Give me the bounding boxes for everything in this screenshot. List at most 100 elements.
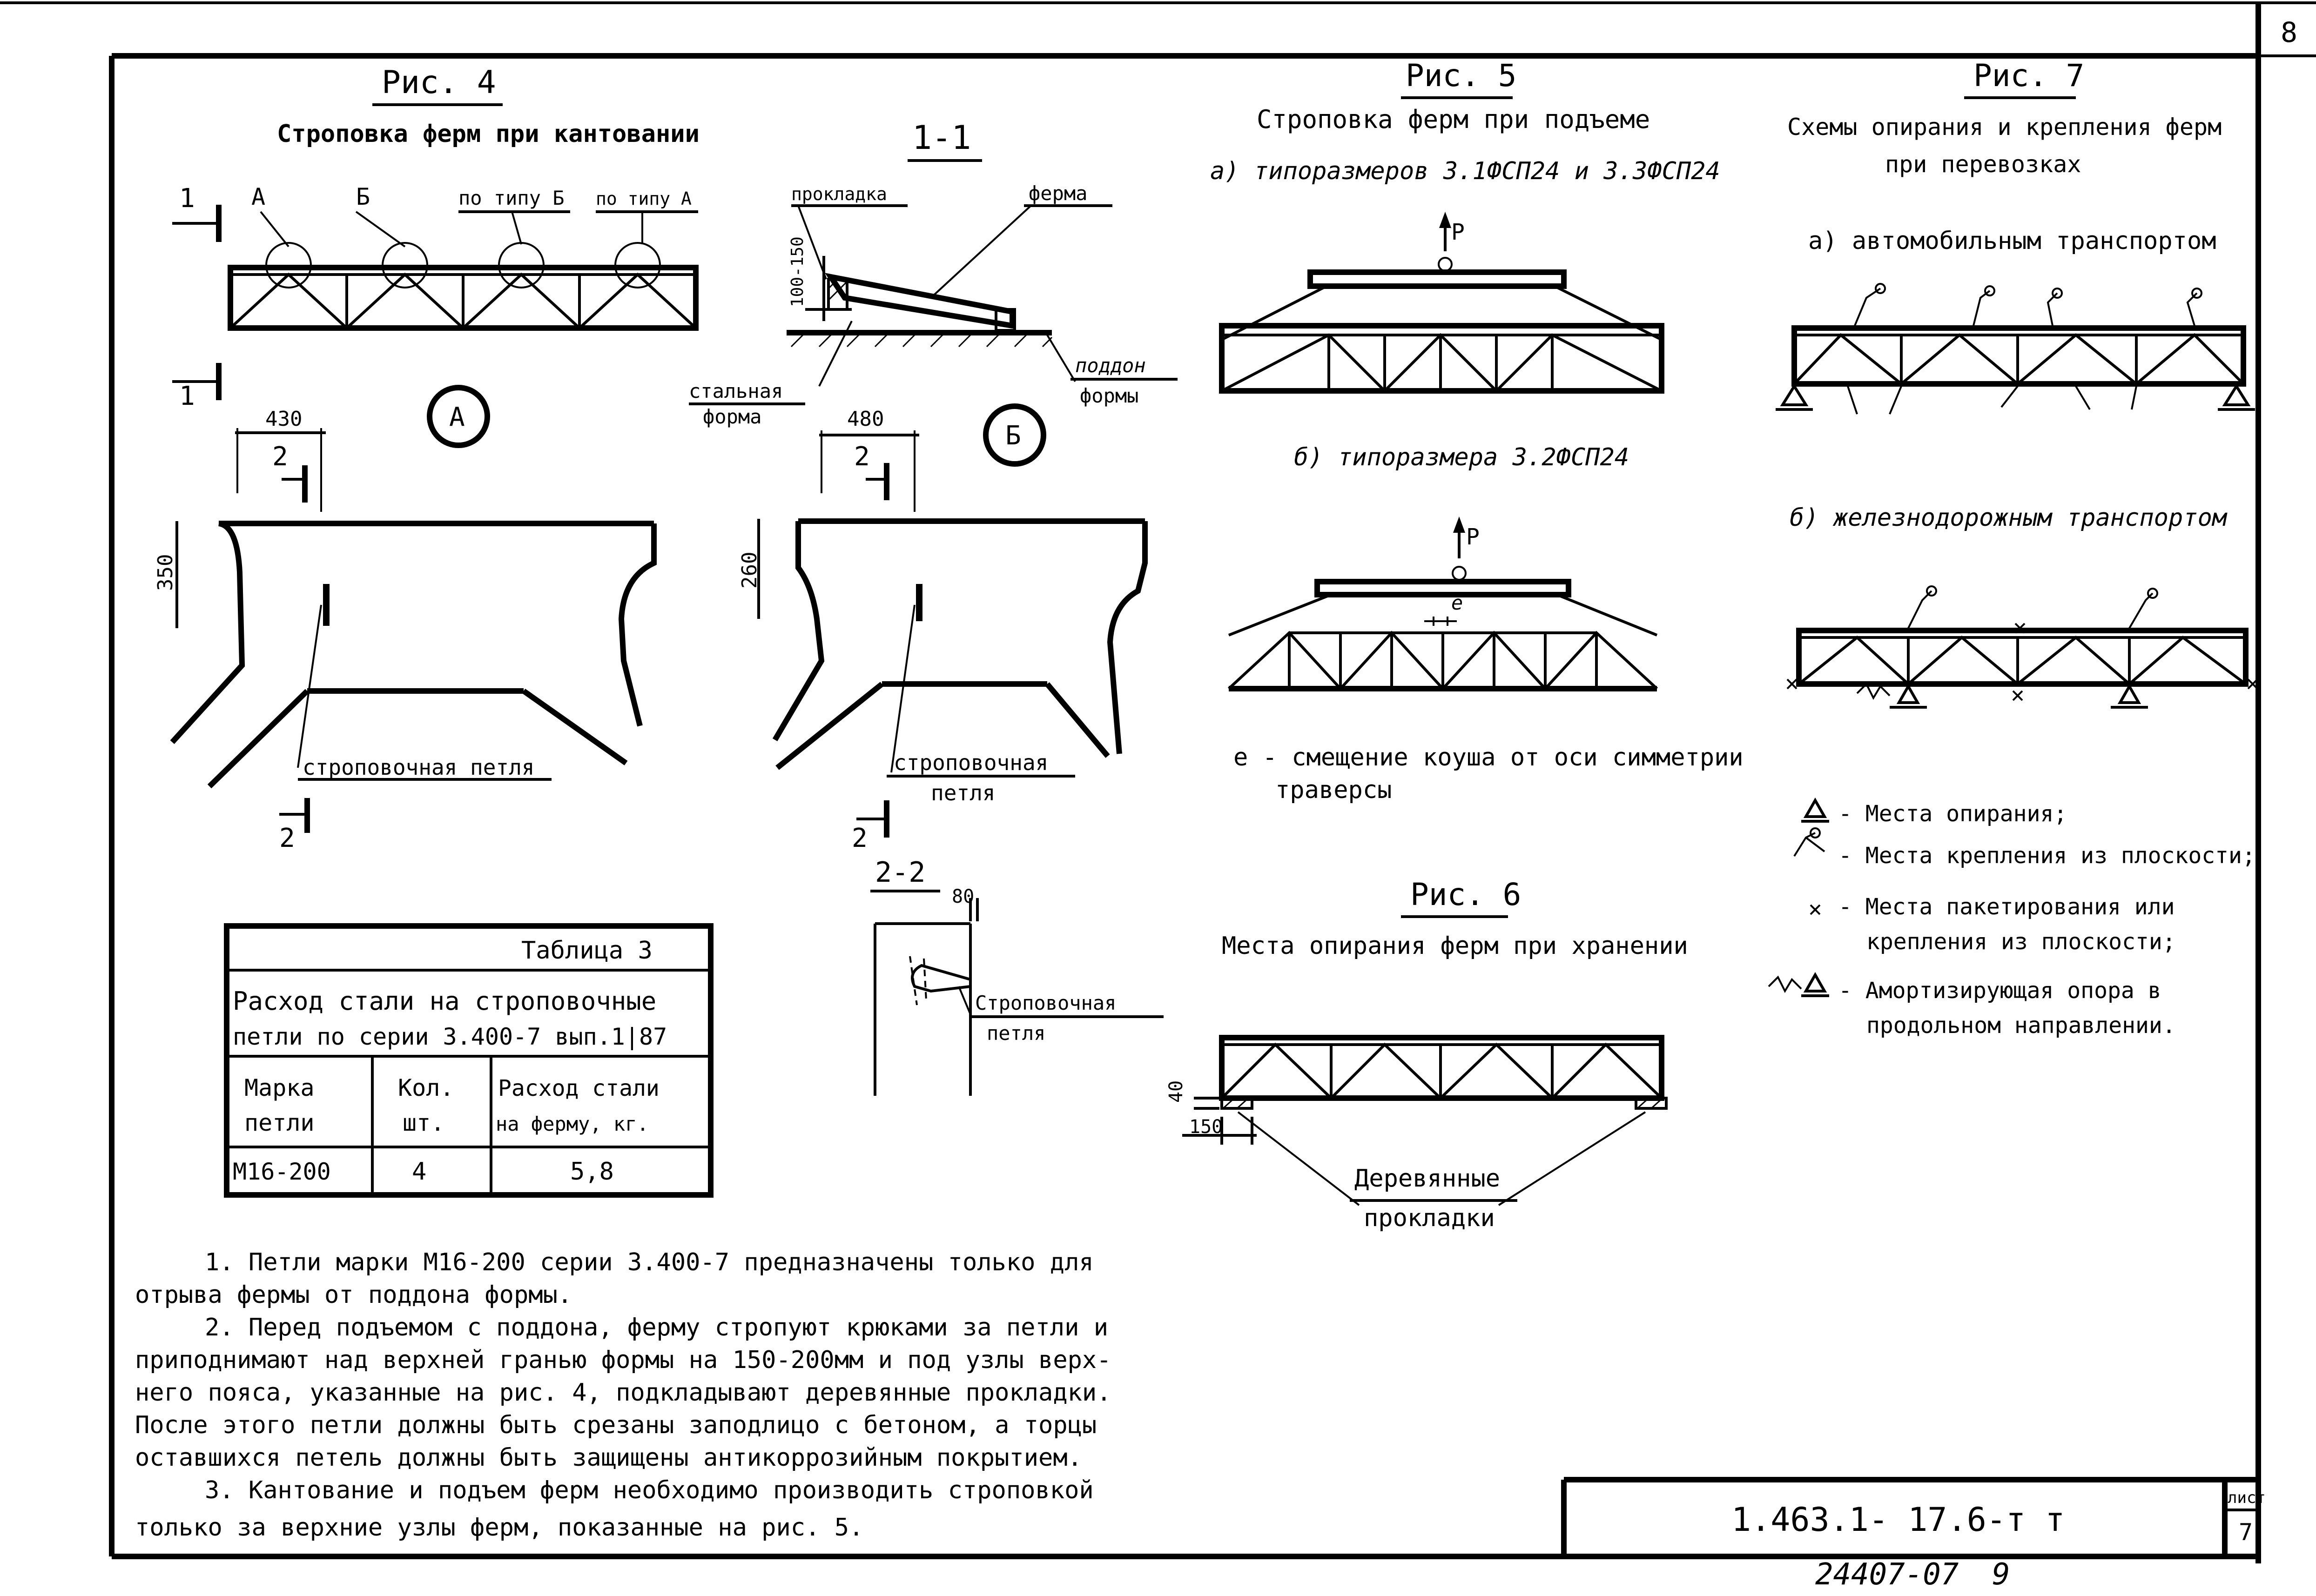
table3-header-mark-1: Марка <box>244 1074 315 1101</box>
note-line-1: 1. Петли марки М16-200 серии 3.400-7 пре… <box>205 1248 1094 1276</box>
fig5-a: а) типоразмеров 3.1ФСП24 и 3.3ФСП24 <box>1210 157 1720 185</box>
fig6-pads1: Деревянные <box>1354 1165 1500 1193</box>
fig5-b: б) типоразмера 3.2ФСП24 <box>1294 443 1629 471</box>
corner-number: 8 <box>2281 16 2297 49</box>
fig5-caption: Строповка ферм при подъеме <box>1257 105 1650 134</box>
fig7-a: а) автомобильным транспортом <box>1808 227 2216 255</box>
section-1-label-top: 1 <box>179 183 195 214</box>
fig7-legend-3: крепления из плоскости; <box>1866 929 2176 955</box>
fig6-dim40: 40 <box>1165 1080 1187 1103</box>
fig5-note2: траверсы <box>1275 776 1392 804</box>
sec11-pallet1: поддон <box>1075 354 1146 377</box>
detail-a-sec2-top: 2 <box>272 442 288 472</box>
detail-b-drawing <box>757 403 1148 838</box>
sec11-steel2: форма <box>703 405 761 428</box>
note-line-9: только за верхние узлы ферм, показанные … <box>135 1514 863 1542</box>
fig5-p-a: P <box>1451 219 1465 245</box>
table3-cell-mark: М16-200 <box>233 1158 331 1185</box>
fig7-caption2: при перевозках <box>1885 151 2081 178</box>
fig7-legend-1: - Места крепления из плоскости; <box>1838 843 2255 869</box>
sec22-loop2: петля <box>987 1022 1045 1045</box>
table3-caption-line1: Расход стали на строповочные <box>233 986 656 1016</box>
fig4-type-b: по типу Б <box>458 187 565 209</box>
note-line-2: отрыва фермы от поддона формы. <box>135 1281 572 1309</box>
fig7-legend-symbols <box>1768 797 1829 997</box>
table3-header-steel-1: Расход стали <box>498 1075 660 1101</box>
dim-350: 350 <box>154 554 177 591</box>
fig5-truss-b <box>1227 516 1658 691</box>
fig4-marker-a: А <box>251 183 265 210</box>
sec22-dim: 80 <box>952 886 974 907</box>
fig4-caption: Строповка ферм при кантовании <box>277 120 700 148</box>
section-1-1-title: 1-1 <box>912 119 971 157</box>
note-line-8: 3. Кантование и подъем ферм необходимо п… <box>205 1476 1094 1504</box>
note-line-5: него пояса, указанные на рис. 4, подклад… <box>135 1379 1111 1407</box>
sec11-dim: 100-150 <box>788 236 807 307</box>
note-line-6: После этого петли должны быть срезаны за… <box>135 1411 1097 1439</box>
dim-260: 260 <box>738 552 761 589</box>
fig5-truss-a <box>1219 212 1664 394</box>
fig7-caption1: Схемы опирания и крепления ферм <box>1787 114 2222 141</box>
note-line-4: приподнимают над верхней гранью формы на… <box>135 1346 1111 1374</box>
detail-b-sec2-bottom: 2 <box>852 823 868 853</box>
drawing-code: 1.463.1- 17.6-т т <box>1731 1501 2065 1539</box>
fig5-note1: e - смещение коуша от оси симметрии <box>1233 744 1744 771</box>
loop-label-b2: петля <box>931 780 995 805</box>
archive-number: 24407-07 <box>1815 1557 1959 1592</box>
sheet-number: 7 <box>2239 1519 2253 1546</box>
detail-b-label: Б <box>1005 421 1021 451</box>
detail-a-label: А <box>449 402 465 432</box>
detail-a-sec2-bottom: 2 <box>279 823 295 853</box>
fig5-p-b: P <box>1466 524 1480 550</box>
sec11-truss: ферма <box>1029 182 1087 205</box>
fig5-title: Рис. 5 <box>1406 58 1516 94</box>
fig6-caption: Места опирания ферм при хранении <box>1222 932 1688 960</box>
fig7-b: б) железнодорожным транспортом <box>1790 504 2228 532</box>
dim-430: 430 <box>265 407 302 431</box>
sec11-pallet2: формы <box>1080 384 1138 407</box>
fig6-truss <box>1182 1035 1668 1206</box>
table3-header-qty-1: Кол. <box>398 1074 454 1101</box>
sec11-pad: прокладка <box>791 184 887 204</box>
table-3 <box>224 923 714 1198</box>
fig7-legend-4: - Амортизирующая опора в <box>1838 978 2161 1004</box>
fig5-e: e <box>1451 591 1463 614</box>
sheet-label: лист <box>2228 1489 2266 1507</box>
loop-label-a: строповочная петля <box>303 755 535 780</box>
detail-a-drawing <box>170 385 657 833</box>
detail-b-sec2-top: 2 <box>854 442 870 472</box>
fig7-legend-2: - Места пакетирования или <box>1838 894 2175 920</box>
table3-header-mark-2: петли <box>244 1109 315 1136</box>
section-2-2-title: 2-2 <box>875 856 925 889</box>
section-1-label-bottom: 1 <box>179 381 195 411</box>
fig7-truss-b <box>1786 585 2258 709</box>
table3-cell-qty: 4 <box>412 1158 426 1186</box>
section-1-marks <box>172 205 222 400</box>
fig7-title: Рис. 7 <box>1973 58 2084 94</box>
fig4-truss <box>228 265 699 331</box>
note-line-7: оставшихся петель должны быть защищены а… <box>135 1444 1082 1472</box>
archive-suffix: 9 <box>1992 1557 2010 1592</box>
sec11-drawing <box>787 205 1076 387</box>
fig4-loop-circles <box>260 211 661 288</box>
table3-caption-line2: петли по серии 3.400-7 вып.1|87 <box>233 1023 667 1050</box>
dim-480: 480 <box>847 407 884 431</box>
sec11-steel1: стальная <box>689 380 783 402</box>
note-line-3: 2. Перед подъемом с поддона, ферму строп… <box>205 1314 1108 1341</box>
fig7-truss-a <box>1776 283 2255 415</box>
sec22-drawing <box>874 898 979 1096</box>
table3-title: Таблица 3 <box>521 937 653 965</box>
fig4-type-a: по типу А <box>596 188 692 209</box>
table3-cell-steel: 5,8 <box>570 1158 614 1186</box>
fig7-legend-0: - Места опирания; <box>1838 801 2067 827</box>
table3-header-steel-2: на ферму, кг. <box>496 1113 649 1135</box>
fig6-pads2: прокладки <box>1364 1204 1495 1232</box>
fig4-title: Рис. 4 <box>382 64 496 101</box>
sec22-loop1: Строповочная <box>975 992 1116 1014</box>
fig6-title: Рис. 6 <box>1410 877 1521 912</box>
sheet-frame <box>0 1 2316 1563</box>
title-block <box>1561 1477 2258 1556</box>
fig4-marker-b: Б <box>356 183 370 210</box>
table3-header-qty-2: шт. <box>403 1109 444 1136</box>
